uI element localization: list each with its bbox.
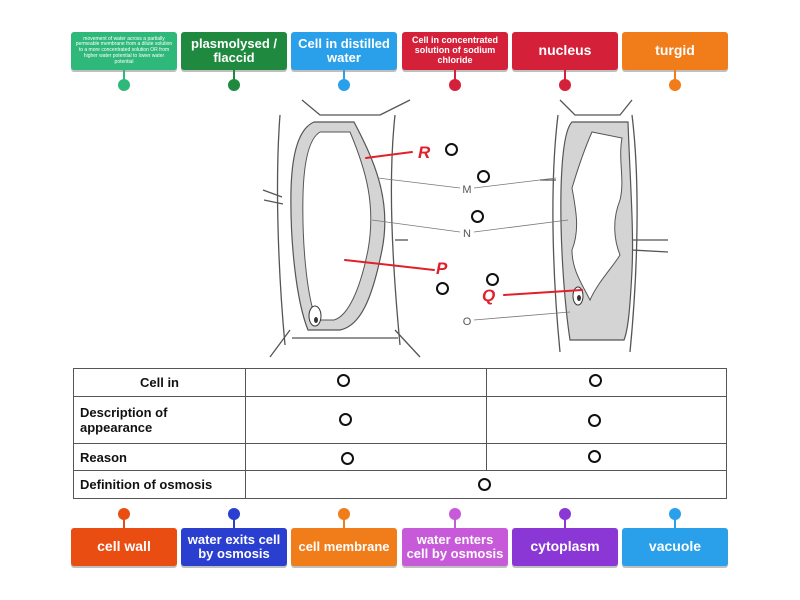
row-header-definition: Definition of osmosis	[73, 470, 246, 499]
right-cell-wall-left	[552, 114, 561, 353]
tile-cytoplasm[interactable]: cytoplasm	[512, 528, 618, 566]
right-cell	[540, 99, 669, 353]
tile-stem	[454, 519, 456, 529]
tile-pin	[669, 79, 681, 91]
tile-pin	[118, 508, 130, 520]
left-cell-wall-bottom	[269, 329, 421, 358]
tile-stem	[233, 519, 235, 529]
label-m: M	[462, 184, 471, 196]
table-cell	[486, 443, 727, 471]
table-row: Definition of osmosis	[73, 470, 727, 499]
drop-target-description-2[interactable]	[588, 414, 601, 427]
drop-target-m[interactable]	[477, 170, 490, 183]
left-cell-wall-outer	[301, 99, 411, 116]
tile-pin	[559, 508, 571, 520]
tile-stem	[233, 70, 235, 80]
leader-m-right	[473, 177, 557, 189]
tile-pin	[338, 508, 350, 520]
tile-pin	[669, 508, 681, 520]
right-cell-wall-outer	[559, 99, 633, 116]
tile-stem	[454, 70, 456, 80]
label-o: O	[463, 316, 472, 328]
table-cell	[486, 396, 727, 444]
left-cell-nucleus	[308, 305, 322, 327]
tile-stem	[564, 70, 566, 80]
right-cell-nucleolus	[577, 295, 581, 301]
pointer-r	[365, 151, 413, 159]
tile-pin	[449, 79, 461, 91]
label-n: N	[463, 228, 471, 240]
drop-target-q[interactable]	[486, 273, 499, 286]
table-cell	[486, 368, 727, 397]
right-cell-shrunken-protoplast	[571, 131, 623, 302]
drop-target-cell-in-1[interactable]	[337, 374, 350, 387]
tile-vacuole[interactable]: vacuole	[622, 528, 728, 566]
label-q: Q	[482, 286, 495, 305]
tile-osmosis-definition[interactable]: movement of water across a partially per…	[71, 32, 177, 70]
leader-lines	[371, 177, 571, 321]
drop-target-reason-2[interactable]	[588, 450, 601, 463]
tile-stem	[123, 519, 125, 529]
label-r: R	[418, 143, 431, 162]
right-cell-wall-right	[629, 114, 638, 353]
plant-cell-diagram: M N O R P Q	[262, 99, 669, 358]
table-row: Reason	[73, 443, 727, 471]
tile-nucleus[interactable]: nucleus	[512, 32, 618, 70]
tile-water-exits-cell[interactable]: water exits cell by osmosis	[181, 528, 287, 566]
tile-cell-in-distilled-water[interactable]: Cell in distilled water	[291, 32, 397, 70]
tile-pin	[228, 508, 240, 520]
drop-target-r[interactable]	[445, 143, 458, 156]
row-header-cell-in: Cell in	[73, 368, 246, 397]
tile-water-enters-cell[interactable]: water enters cell by osmosis	[402, 528, 508, 566]
handwritten-annotations	[344, 151, 583, 296]
tile-cell-membrane[interactable]: cell membrane	[291, 528, 397, 566]
left-cell-wall-right	[390, 114, 401, 346]
drop-target-p[interactable]	[436, 282, 449, 295]
tile-pin	[449, 508, 461, 520]
leader-n-right	[473, 219, 569, 233]
table-cell	[245, 443, 487, 471]
tile-pin	[228, 79, 240, 91]
table-row: Cell in	[73, 368, 727, 397]
leader-m-left	[377, 177, 461, 189]
tile-pin	[118, 79, 130, 91]
tile-stem	[343, 70, 345, 80]
tile-stem	[674, 519, 676, 529]
left-cell-nucleolus	[314, 317, 318, 323]
drop-target-definition[interactable]	[478, 478, 491, 491]
tile-pin	[338, 79, 350, 91]
left-cell-wall-left-edge	[262, 189, 284, 205]
row-header-description: Description of appearance	[73, 396, 246, 444]
tile-cell-wall[interactable]: cell wall	[71, 528, 177, 566]
drop-target-reason-1[interactable]	[341, 452, 354, 465]
table-cell	[245, 368, 487, 397]
tile-stem	[674, 70, 676, 80]
tile-plasmolysed-flaccid[interactable]: plasmolysed / flaccid	[181, 32, 287, 70]
left-cell-wall-left	[276, 114, 286, 346]
left-cell-vacuole	[302, 131, 372, 321]
answer-table: Cell in Description of appearance Reason…	[73, 368, 727, 499]
tile-pin	[559, 79, 571, 91]
tile-stem	[564, 519, 566, 529]
tile-cell-in-sodium-chloride[interactable]: Cell in concentrated solution of sodium …	[402, 32, 508, 70]
pointer-p	[344, 259, 435, 271]
row-header-reason: Reason	[73, 443, 246, 471]
leader-o	[473, 311, 571, 321]
drop-target-n[interactable]	[471, 210, 484, 223]
tile-stem	[123, 70, 125, 80]
table-cell	[245, 396, 487, 444]
label-p: P	[436, 259, 448, 278]
tile-turgid[interactable]: turgid	[622, 32, 728, 70]
tile-stem	[343, 519, 345, 529]
drop-target-description-1[interactable]	[339, 413, 352, 426]
leader-n-left	[371, 219, 461, 233]
table-row: Description of appearance	[73, 396, 727, 444]
pointer-q	[503, 289, 583, 296]
drop-target-cell-in-2[interactable]	[589, 374, 602, 387]
